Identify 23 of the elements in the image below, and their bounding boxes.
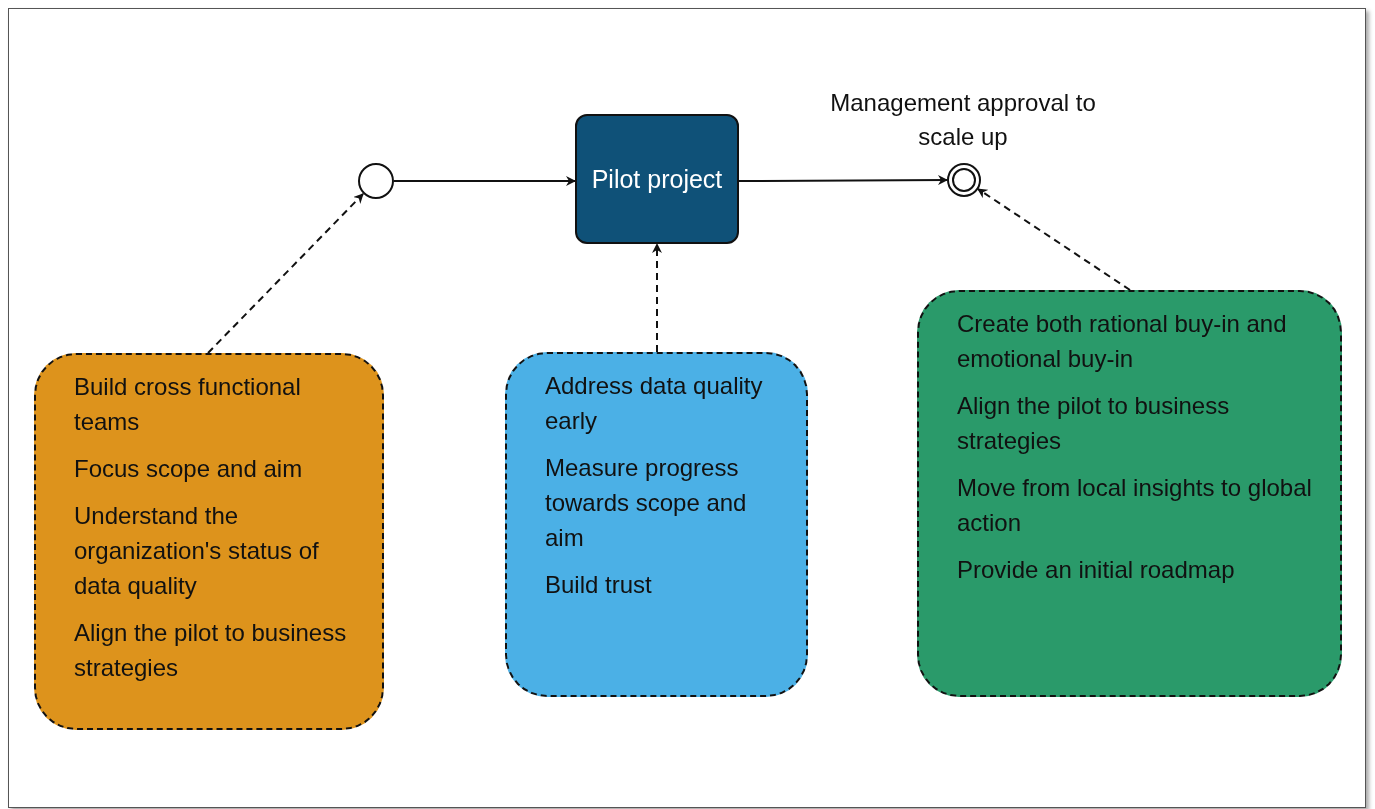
bullet-text: Measure progress towards scope and aim xyxy=(545,453,748,553)
bullet-text: Create both rational buy-in and emotional buy-in xyxy=(957,309,1288,374)
bullet-text: Build trust xyxy=(545,570,653,600)
bullet-text: Focus scope and aim xyxy=(74,454,304,484)
event-label: Management approval to scale up xyxy=(829,88,1097,152)
arrow xyxy=(393,176,576,186)
dashed-arrow xyxy=(977,188,1131,291)
dashed-arrow xyxy=(652,243,662,353)
start-event-circle xyxy=(358,163,394,199)
bullet-text: Align the pilot to business strategies xyxy=(74,618,348,683)
dashed-arrow xyxy=(207,193,364,354)
bullet-text: Provide an initial roadmap xyxy=(957,555,1236,585)
bullet-text: Align the pilot to business strategies xyxy=(957,391,1231,456)
bullet-text: Build cross functional teams xyxy=(74,372,302,437)
note-card xyxy=(505,352,808,697)
note-card xyxy=(34,353,384,730)
process-box: Pilot project xyxy=(575,114,739,244)
bullet-text: Understand the organization's status of data quality xyxy=(74,501,320,601)
arrow xyxy=(738,175,948,186)
bullet-text: Move from local insights to global action xyxy=(957,473,1313,538)
end-event-circle xyxy=(947,163,981,197)
note-card xyxy=(917,290,1342,697)
bullet-text: Address data quality early xyxy=(545,371,764,436)
